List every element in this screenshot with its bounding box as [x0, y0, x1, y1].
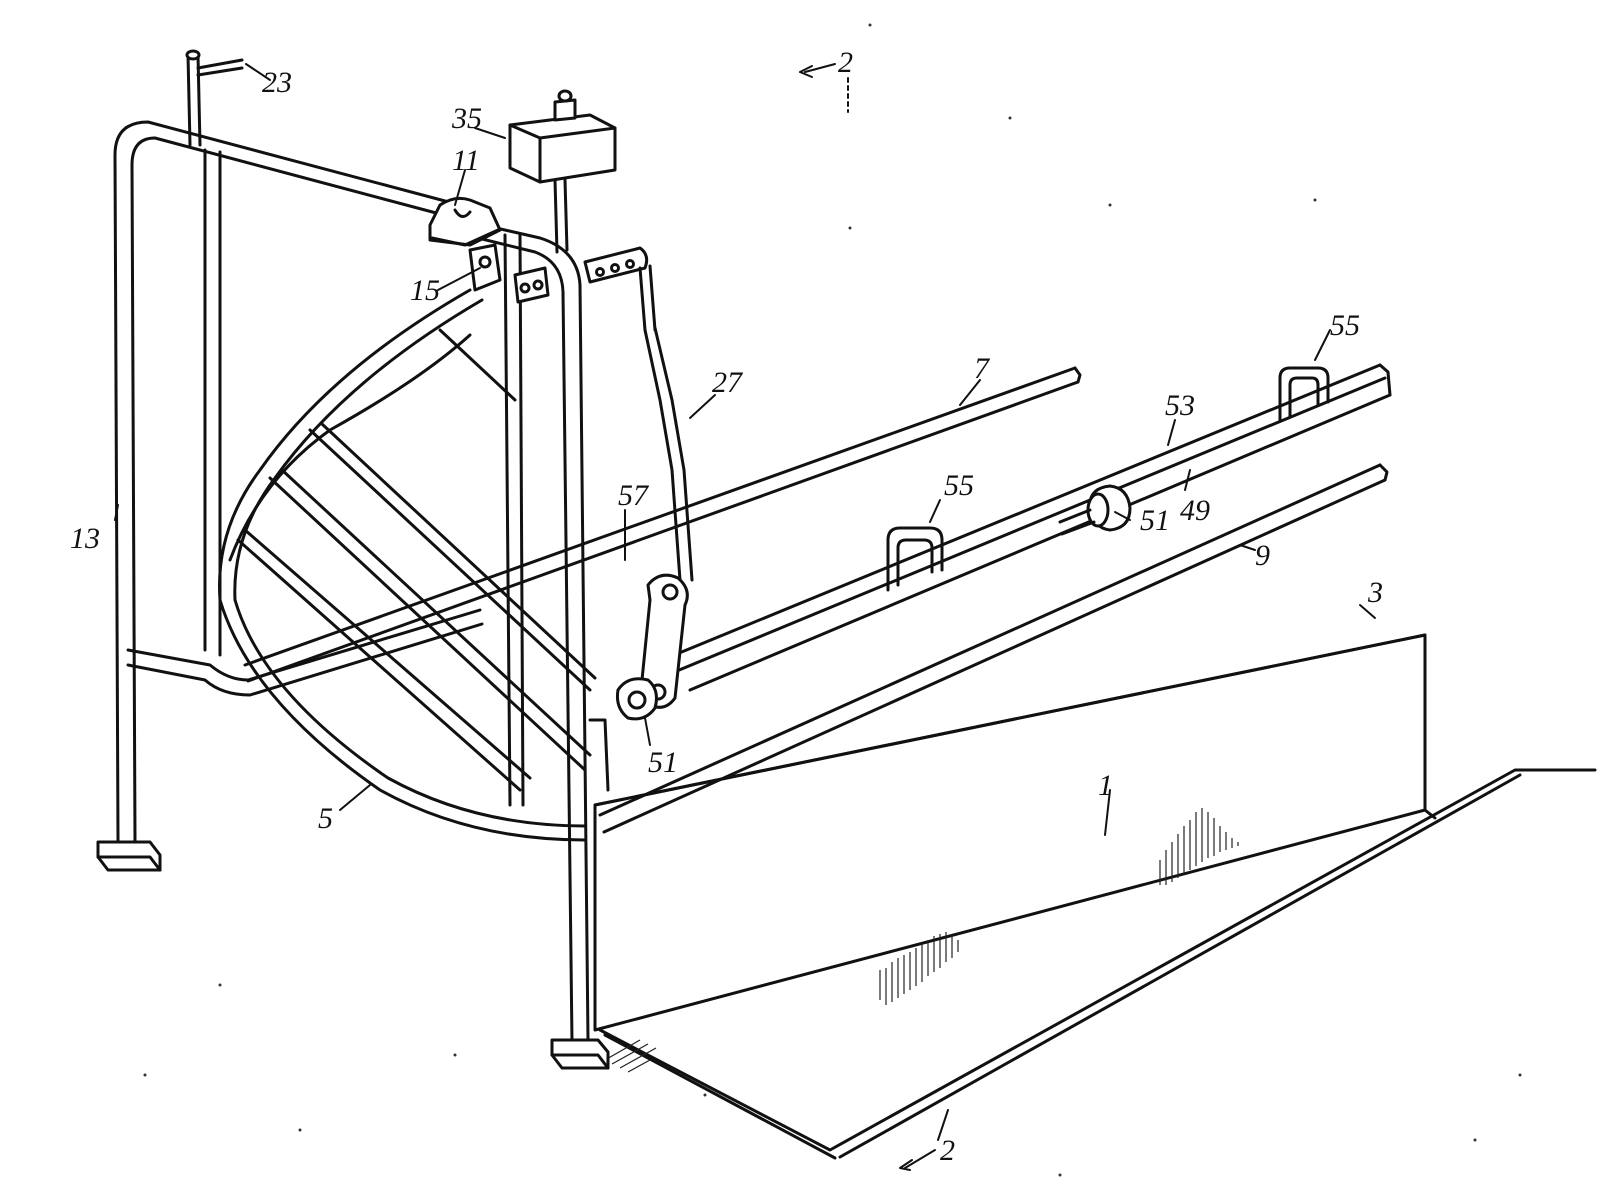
- label-trough-end: 3: [1367, 576, 1383, 609]
- label-bearing-top: 11: [452, 144, 480, 177]
- label-frame-left: 13: [70, 522, 100, 555]
- label-shaft: 53: [1165, 389, 1195, 422]
- label-section-top: 2: [838, 46, 853, 79]
- scan-specks: [144, 24, 1522, 1177]
- bearing-11: [430, 198, 500, 245]
- label-trough: 1: [1098, 769, 1113, 802]
- frame-13: [98, 122, 608, 1068]
- label-flag-post: 23: [262, 66, 292, 99]
- label-actuator-box: 35: [451, 102, 482, 135]
- label-guide-left: 55: [944, 469, 974, 502]
- leader-lines: [115, 64, 1375, 1170]
- reference-labels: 2 2 1 3 5 7 9 11 13 15 23 27 35 49 51 51…: [70, 46, 1383, 1167]
- crank-57: [617, 575, 687, 719]
- label-gate: 5: [318, 802, 333, 835]
- link-rod-27: [585, 248, 692, 580]
- label-crank: 57: [618, 479, 650, 512]
- label-track: 49: [1180, 494, 1210, 527]
- label-rail-upper: 7: [974, 352, 991, 385]
- actuator-box-35: [510, 91, 615, 252]
- label-section-bottom: 2: [940, 1134, 955, 1167]
- label-collar-b: 51: [1140, 504, 1170, 537]
- label-collar-a: 51: [648, 746, 678, 779]
- gate-5: [220, 235, 596, 840]
- trough: [595, 635, 1595, 1158]
- label-guide-right: 55: [1330, 309, 1360, 342]
- label-pivot: 15: [410, 274, 440, 307]
- label-rail-lower: 9: [1255, 539, 1270, 572]
- flag-post-23: [187, 51, 242, 145]
- label-link-rod: 27: [712, 366, 744, 399]
